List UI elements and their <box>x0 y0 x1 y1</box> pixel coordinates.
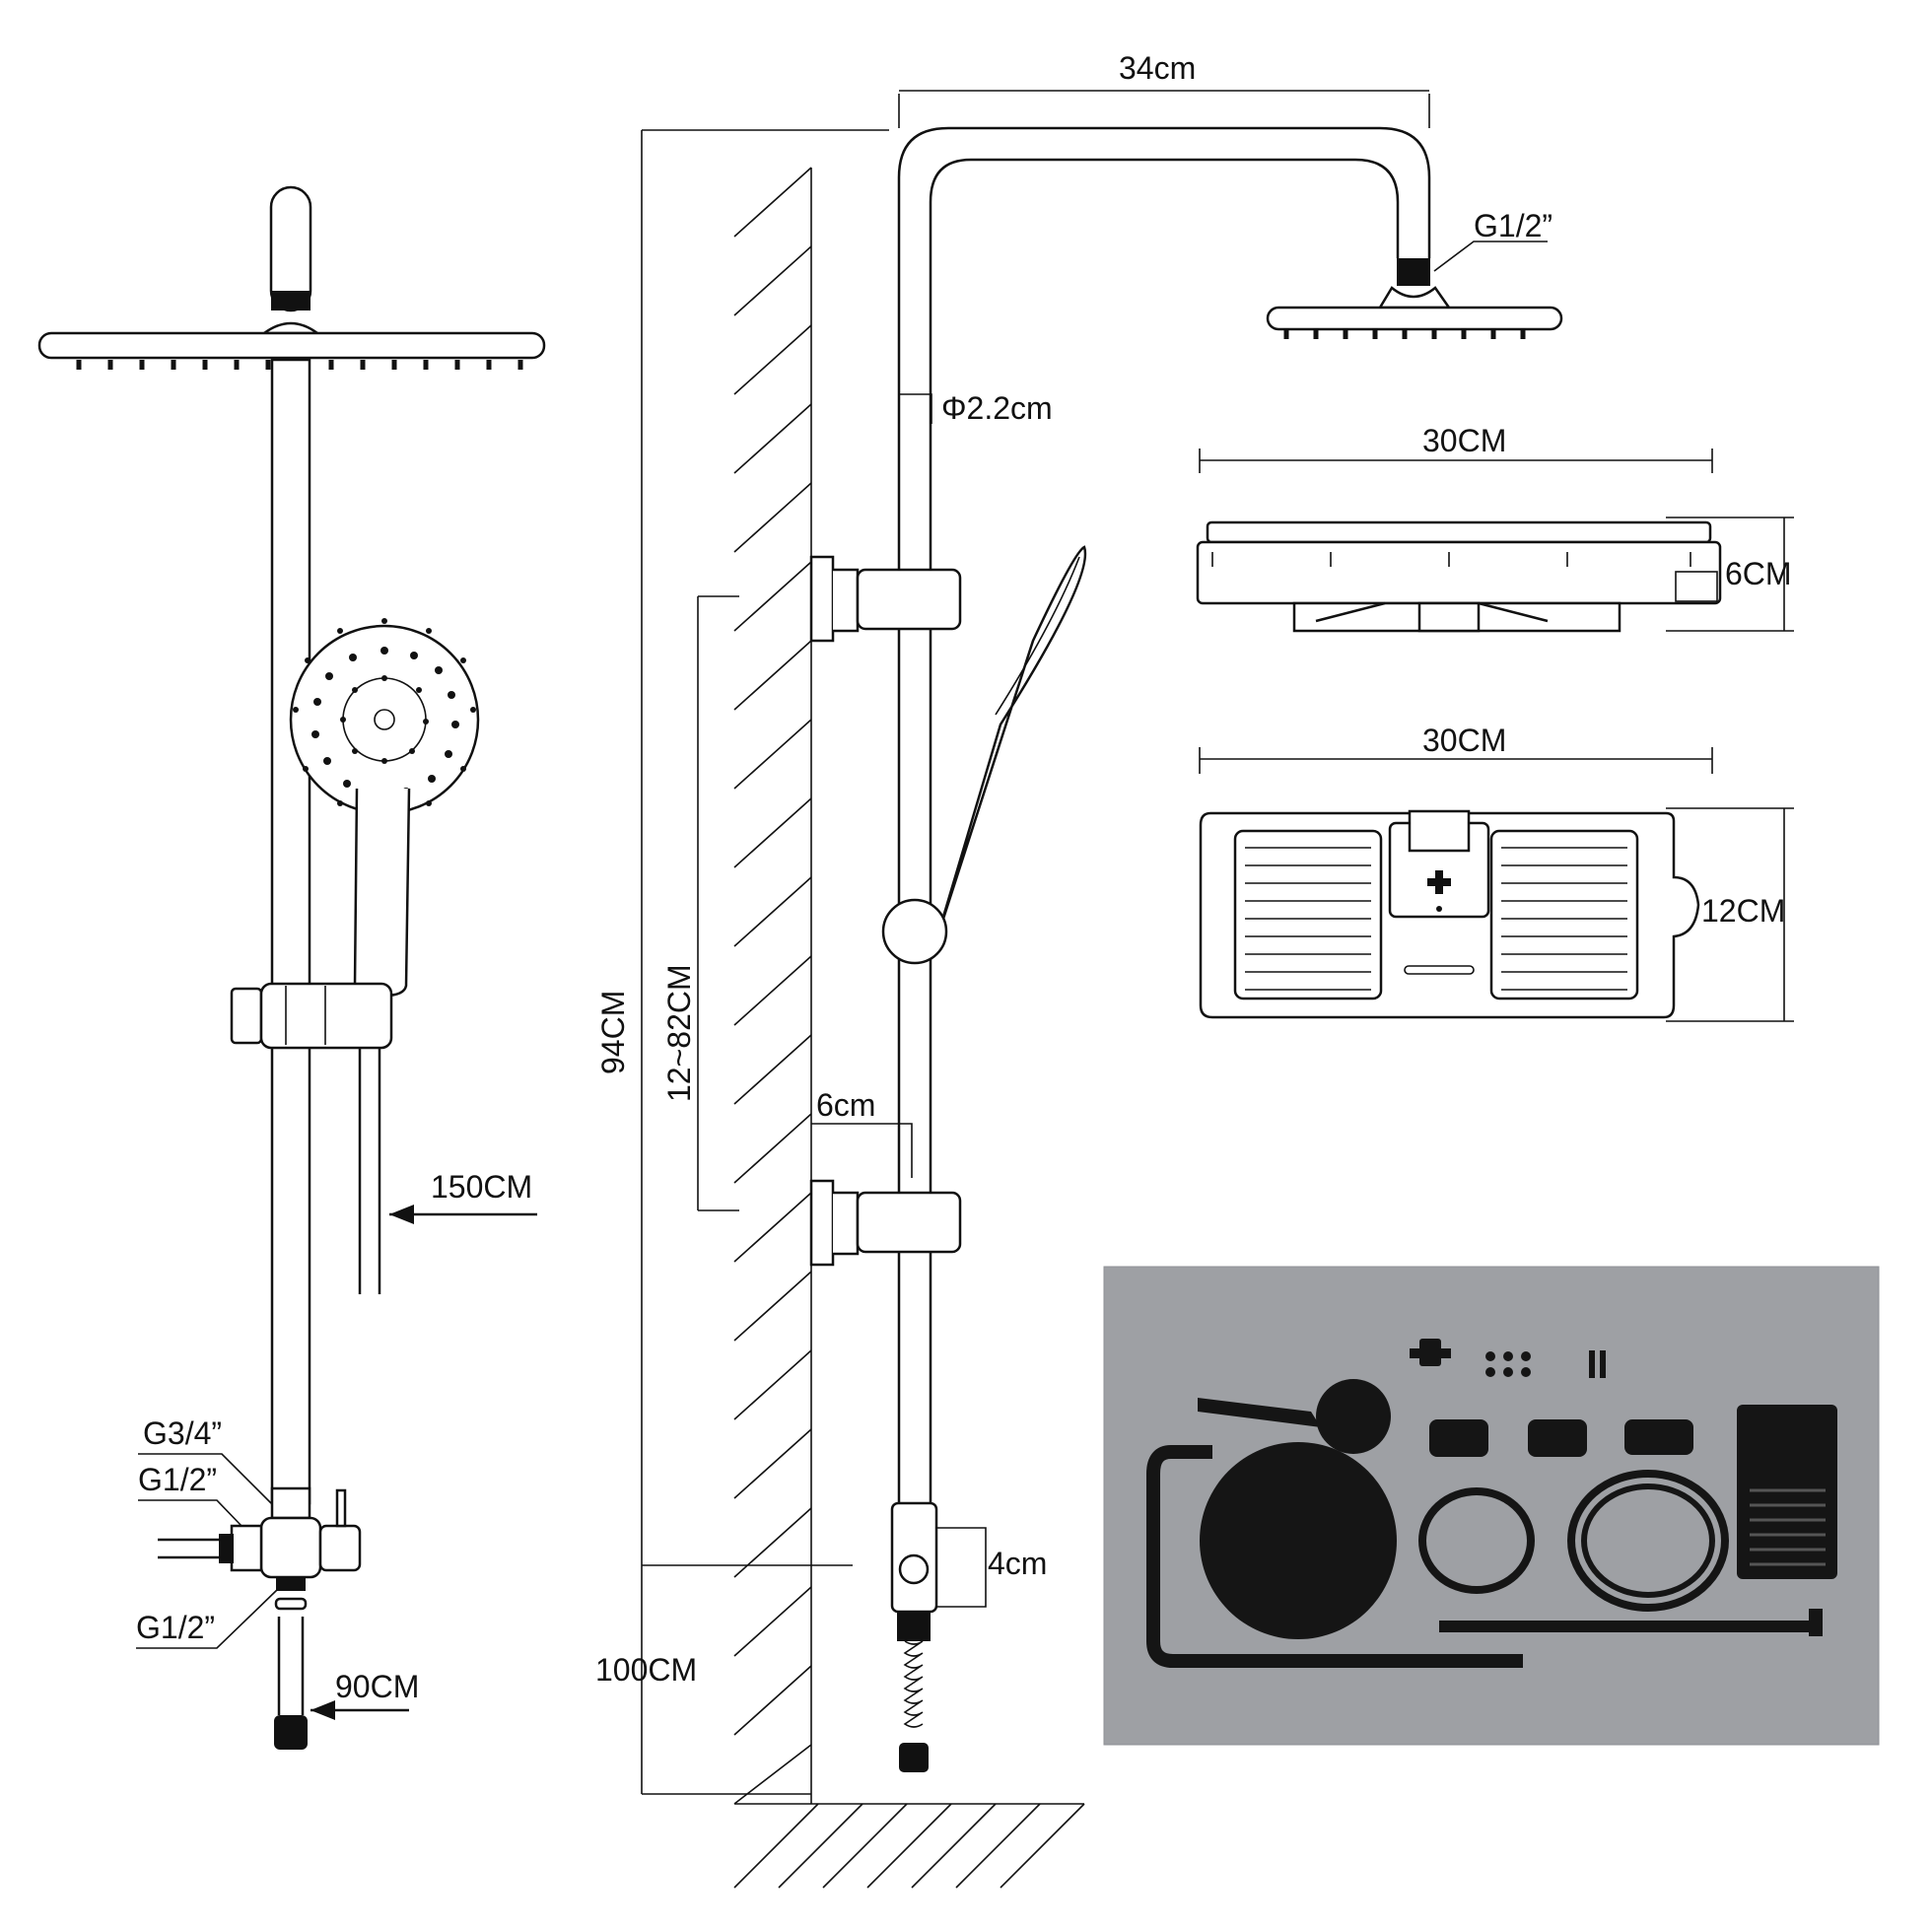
hose-coil-icon <box>1418 1487 1535 1594</box>
shelf-width-top-label: 30CM <box>1422 723 1506 758</box>
inlet-bottom-label: G1/2” <box>136 1610 215 1645</box>
wall-bracket-lower <box>809 1179 962 1267</box>
side-rain-head <box>1266 306 1563 331</box>
inlet-top-label: G3/4” <box>143 1415 222 1451</box>
pipe-length-label: 90CM <box>335 1669 419 1704</box>
side-view: 34cm G1/2” Φ2.2cm 6cm 4cm <box>595 50 1563 1889</box>
side-riser-inner <box>929 158 1400 1503</box>
head-thread-label: G1/2” <box>1474 208 1552 243</box>
side-slider-knob <box>881 898 948 965</box>
side-riser-outer <box>897 126 1431 1503</box>
total-height-label: 94CM <box>595 991 631 1074</box>
rain-shower-head-icon <box>37 331 546 360</box>
inlet-pipe <box>277 1617 305 1715</box>
product-photo <box>1103 1266 1880 1746</box>
rain-head-nozzles <box>76 360 523 370</box>
install-height-label: 100CM <box>595 1652 697 1688</box>
pipe-diameter-label: Φ2.2cm <box>941 390 1053 426</box>
photo-hand-shower <box>1316 1379 1391 1454</box>
hose-line <box>358 1048 381 1294</box>
side-hose-coil <box>903 1640 924 1728</box>
shelf-top-view: 30CM 12CM <box>1199 723 1794 1022</box>
wall-hatch <box>733 167 1085 1889</box>
height-dimension-lines <box>641 129 889 1795</box>
arm-length-label: 34cm <box>1119 50 1196 86</box>
shelf-height-label: 6CM <box>1725 556 1792 591</box>
side-outlet-elbow <box>890 1501 938 1614</box>
wall-bracket-icon <box>809 555 962 643</box>
photo-rain-head <box>1200 1442 1397 1639</box>
outlet-height-label: 4cm <box>988 1546 1047 1581</box>
inlet-side-label: G1/2” <box>138 1462 217 1497</box>
front-riser-pipe <box>270 358 311 1505</box>
slider-bracket <box>259 982 393 1050</box>
shelf-tray-outline <box>1199 811 1700 1019</box>
shelf-depth-label: 12CM <box>1701 893 1785 929</box>
side-hand-shower <box>932 545 1087 947</box>
slide-range-label: 12~82CM <box>661 964 697 1102</box>
slider-knob <box>230 987 263 1045</box>
hose-length-label: 150CM <box>431 1169 532 1205</box>
shelf-side-view: 30CM 6CM <box>1196 423 1794 633</box>
shelf-slats <box>1245 847 1627 991</box>
rain-head-collar <box>271 291 310 310</box>
shelf-width-side-label: 30CM <box>1422 423 1506 458</box>
soap-shelf-icon <box>1196 540 1722 605</box>
front-view: 150CM 90CM G3/4” G1/2” G1/2” <box>37 185 546 1750</box>
bracket-offset-label: 6cm <box>816 1087 875 1123</box>
diverter-valve-icon <box>158 1486 362 1611</box>
photo-rain-arm <box>1146 1445 1523 1668</box>
hand-shower-handle <box>353 788 411 998</box>
